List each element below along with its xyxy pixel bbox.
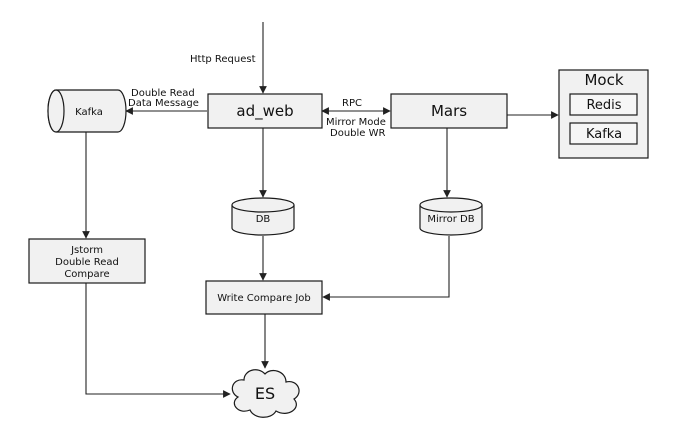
node-db: DB (231, 197, 295, 236)
edge-mirrordb-to-writejob (322, 236, 450, 301)
label-double-read-1: Double Read (131, 88, 195, 99)
node-jstorm: Jstorm Double Read Compare (28, 238, 146, 284)
edge-jstorm-to-es (85, 283, 231, 398)
label-mirror-mode-1: Mirror Mode (326, 117, 386, 128)
node-mirror-db: Mirror DB (419, 197, 483, 236)
node-kafka: Kafka (47, 89, 127, 133)
label-rpc: RPC (342, 98, 362, 109)
node-write-compare-job-label: Write Compare Job (217, 293, 311, 304)
node-ad-web-label: ad_web (236, 102, 293, 121)
node-mock-kafka-label: Kafka (586, 127, 622, 142)
node-mock-redis-label: Redis (586, 98, 621, 113)
label-mirror-mode-2: Double WR (330, 128, 386, 139)
node-mock: Mock Redis Kafka (558, 69, 649, 159)
node-jstorm-line-2: Double Read (55, 257, 119, 268)
node-mars-label: Mars (431, 102, 467, 120)
node-es-label: ES (255, 384, 275, 403)
node-mars: Mars (390, 93, 508, 129)
label-http-request: Http Request (190, 54, 256, 65)
node-db-label: DB (256, 214, 271, 225)
node-ad-web: ad_web (207, 93, 323, 129)
node-kafka-label: Kafka (75, 107, 103, 118)
label-double-read-2: Data Message (128, 98, 199, 109)
node-jstorm-line-3: Compare (64, 269, 109, 280)
node-jstorm-line-1: Jstorm (70, 245, 103, 256)
node-write-compare-job: Write Compare Job (205, 280, 323, 315)
node-mock-redis-box (569, 93, 638, 116)
node-es-cloud: ES (231, 369, 300, 418)
node-mock-title: Mock (584, 71, 623, 89)
node-mirror-db-label: Mirror DB (427, 214, 474, 225)
node-mock-kafka-box (569, 122, 638, 145)
